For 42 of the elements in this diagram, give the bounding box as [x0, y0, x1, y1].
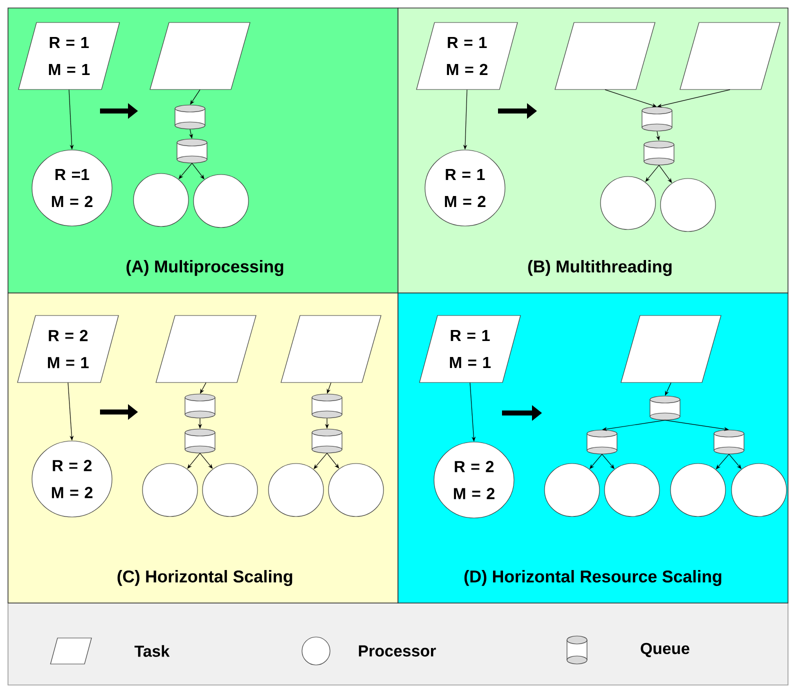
processor-circle — [670, 463, 726, 517]
processor-circle — [193, 174, 249, 228]
task-parallelogram — [554, 22, 656, 90]
processor-circle — [133, 173, 189, 227]
arrow — [200, 452, 213, 469]
arrow — [187, 452, 200, 469]
legend-label: Task — [134, 645, 170, 657]
processor-circle — [544, 463, 600, 517]
processor-circle — [731, 463, 787, 517]
task-parallelogram: R = 1 M = 1 — [419, 315, 521, 383]
processor-circle — [604, 463, 660, 517]
task-parallelogram: R = 1 M = 2 — [416, 22, 518, 90]
legend-label: Queue — [640, 642, 690, 658]
arrow — [645, 164, 660, 182]
task-parallelogram — [680, 22, 780, 90]
queue-cylinder — [714, 430, 744, 454]
arrow — [657, 89, 730, 108]
task-parallelogram — [150, 22, 250, 90]
processor-circle — [142, 463, 198, 517]
processor-circle — [600, 176, 656, 230]
queue-cylinder — [312, 394, 342, 418]
processor-circle — [328, 463, 384, 517]
arrow — [604, 89, 657, 108]
legend-label: Processor — [358, 645, 436, 657]
queue-cylinder — [176, 138, 208, 164]
queue-cylinder — [184, 428, 216, 454]
queue-cylinder — [184, 394, 216, 418]
queue-cylinder — [644, 140, 674, 166]
task-parallelogram — [620, 315, 722, 383]
queue-cylinder — [174, 104, 206, 130]
task-parallelogram — [156, 315, 256, 383]
queue-cylinder — [312, 428, 342, 454]
task-parallelogram — [280, 315, 382, 383]
processor-circle — [268, 463, 324, 517]
queue-cylinder — [642, 106, 672, 132]
task-parallelogram: R = 2 M = 1 — [17, 315, 119, 383]
processor-circle — [660, 178, 716, 232]
arrow — [192, 162, 204, 180]
queue-cylinder — [650, 396, 680, 420]
processor-circle — [202, 463, 258, 517]
task-parallelogram: R = 1 M = 1 — [18, 22, 120, 90]
queue-cylinder — [586, 430, 618, 454]
